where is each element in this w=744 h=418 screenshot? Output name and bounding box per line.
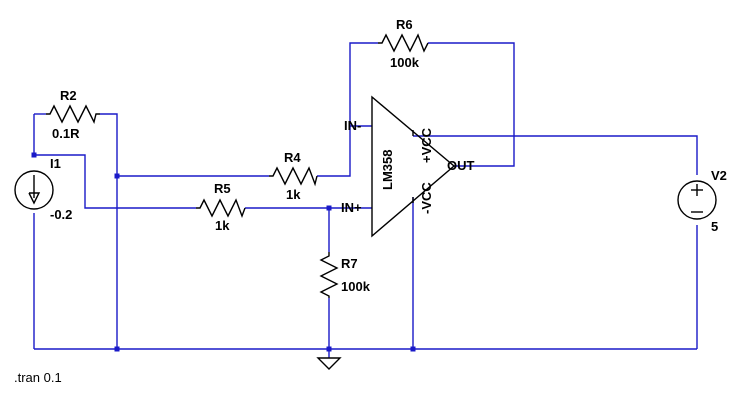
junction-node: [326, 205, 332, 211]
v2-value: 5: [711, 219, 718, 234]
r7-name: R7: [341, 256, 358, 271]
voltage-source-icon: [677, 180, 717, 220]
ground-symbol: [316, 357, 342, 370]
spice-directive[interactable]: .tran 0.1: [14, 370, 62, 385]
r2-name: R2: [60, 88, 77, 103]
i1-value: -0.2: [50, 207, 72, 222]
r4-name: R4: [284, 150, 301, 165]
voltage-source-v2[interactable]: V2 5: [677, 168, 727, 234]
r7-value: 100k: [341, 279, 371, 294]
junction-node: [114, 346, 120, 352]
pin-in-minus: IN-: [344, 118, 361, 133]
resistor-r6[interactable]: R6 100k: [378, 17, 429, 70]
r6-name: R6: [396, 17, 413, 32]
resistor-icon: [378, 33, 429, 53]
r5-name: R5: [214, 181, 231, 196]
resistor-r7[interactable]: R7 100k: [319, 252, 371, 298]
resistor-icon: [46, 104, 100, 125]
junction-node: [114, 173, 120, 179]
r4-value: 1k: [286, 187, 301, 202]
r2-value: 0.1R: [52, 126, 80, 141]
junction-node: [410, 346, 416, 352]
pin-out: OUT: [447, 158, 475, 173]
opamp-lm358[interactable]: LM358 IN- IN+ OUT +VCC -VCC: [341, 95, 475, 238]
wires: [33, 42, 698, 358]
current-source-i1[interactable]: I1 -0.2: [14, 156, 72, 222]
resistor-icon: [196, 198, 246, 218]
junction-nodes: [31, 152, 416, 352]
ground-icon: [316, 357, 342, 370]
resistor-r4[interactable]: R4 1k: [269, 150, 318, 202]
opamp-name: LM358: [380, 150, 395, 190]
i1-name: I1: [50, 156, 61, 171]
pin-in-plus: IN+: [341, 200, 362, 215]
resistor-r2[interactable]: R2 0.1R: [46, 88, 100, 141]
current-source-icon: [14, 170, 54, 210]
r6-value: 100k: [390, 55, 420, 70]
junction-node: [31, 152, 37, 158]
r5-value: 1k: [215, 218, 230, 233]
opamp-icon: [371, 95, 456, 238]
resistor-icon: [269, 166, 318, 187]
resistor-r5[interactable]: R5 1k: [196, 181, 246, 233]
resistor-icon: [319, 252, 339, 298]
junction-node: [326, 346, 332, 352]
v2-name: V2: [711, 168, 727, 183]
pin-vcc-plus: +VCC: [419, 127, 434, 163]
pin-vcc-minus: -VCC: [419, 182, 434, 214]
